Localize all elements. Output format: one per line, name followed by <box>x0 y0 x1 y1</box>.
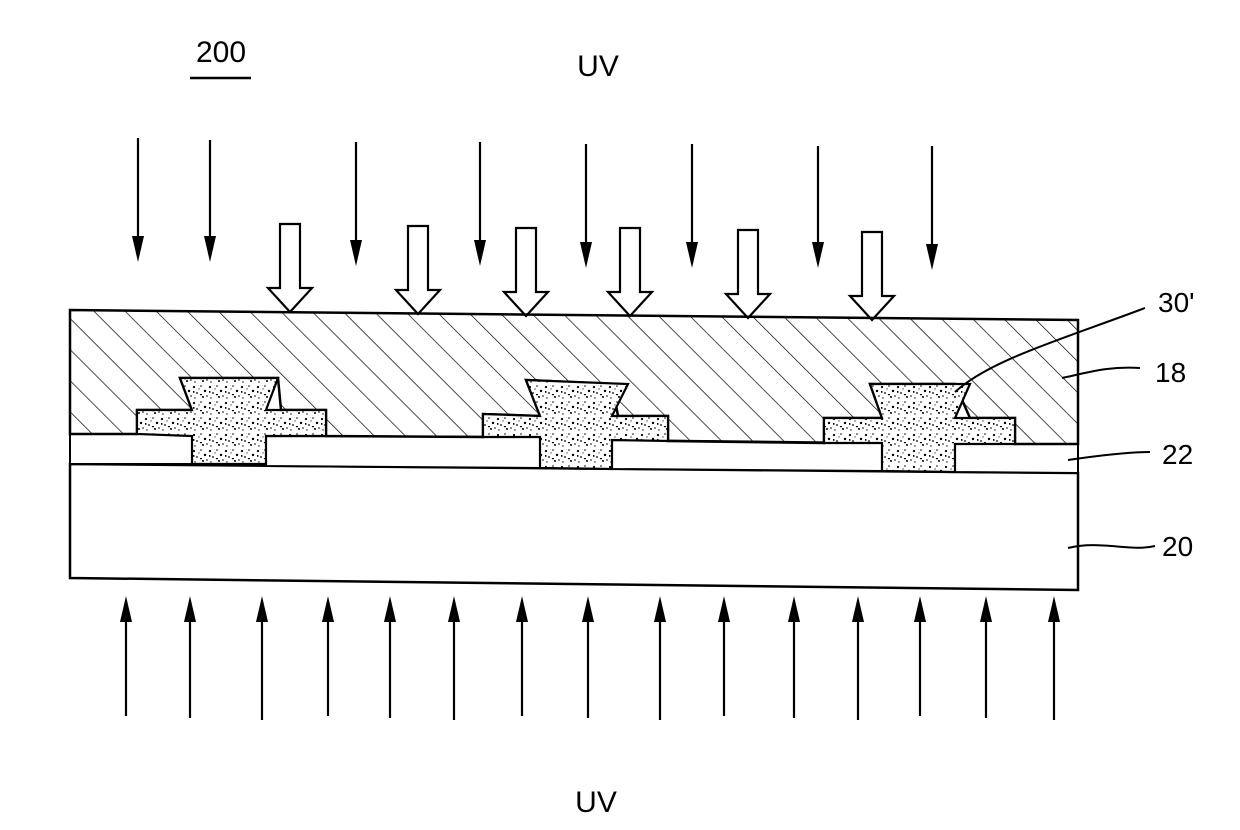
block-arrow-down-icon <box>396 226 440 314</box>
arrow-up-icon <box>852 596 864 720</box>
arrow-up-icon <box>718 596 730 716</box>
arrow-down-icon <box>204 140 216 262</box>
label-20: 20 <box>1162 531 1193 562</box>
arrow-down-icon <box>580 144 592 268</box>
block-arrow-down-icon <box>608 228 652 316</box>
arrow-up-icon <box>120 596 132 716</box>
arrow-up-icon <box>516 596 528 716</box>
block-arrow-down-icon <box>850 232 894 320</box>
block-arrow-down-icon <box>504 228 548 316</box>
arrow-down-icon <box>474 142 486 266</box>
arrow-up-icon <box>914 596 926 716</box>
bottom-up-arrows <box>120 596 1060 720</box>
arrow-up-icon <box>788 596 800 718</box>
leader-20 <box>1068 545 1155 548</box>
arrow-up-icon <box>980 596 992 718</box>
arrow-up-icon <box>322 596 334 716</box>
top-hollow-arrows <box>268 224 894 320</box>
label-22: 22 <box>1162 439 1193 470</box>
arrow-up-icon <box>582 596 594 718</box>
arrow-up-icon <box>184 596 196 718</box>
uv-label-top: UV <box>577 50 619 83</box>
label-18: 18 <box>1155 357 1186 388</box>
layer-20 <box>70 464 1078 590</box>
arrow-down-icon <box>926 146 938 270</box>
leader-22 <box>1068 452 1150 460</box>
label-30: 30' <box>1158 287 1195 318</box>
arrow-down-icon <box>350 142 362 266</box>
uv-label-bottom: UV <box>575 786 617 819</box>
arrow-up-icon <box>448 596 460 720</box>
block-arrow-down-icon <box>726 230 770 318</box>
arrow-down-icon <box>686 144 698 268</box>
block-arrow-down-icon <box>268 224 312 312</box>
arrow-up-icon <box>654 596 666 720</box>
arrow-down-icon <box>812 146 824 268</box>
arrow-down-icon <box>132 138 144 262</box>
arrow-up-icon <box>1048 596 1060 720</box>
arrow-up-icon <box>256 596 268 720</box>
figure-number: 200 <box>196 36 246 69</box>
arrow-up-icon <box>384 596 396 718</box>
